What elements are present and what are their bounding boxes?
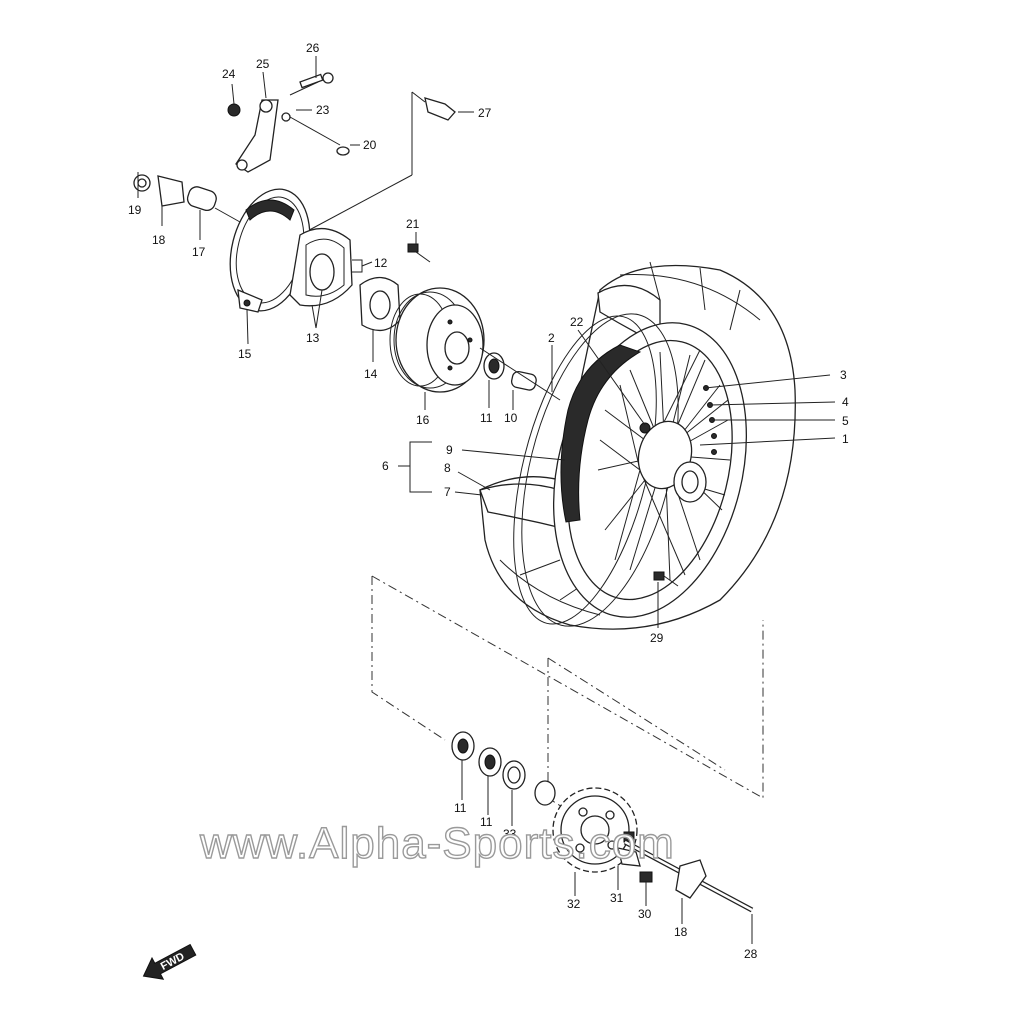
- distance-collar: [510, 370, 537, 391]
- arm-nut: [227, 103, 241, 117]
- callout-11-upper: 11: [480, 411, 493, 425]
- arm-bolt: [299, 73, 324, 89]
- callout-30: 30: [638, 907, 652, 921]
- lock-plate: [617, 847, 641, 867]
- callout-20: 20: [363, 138, 377, 152]
- sprocket-collar: [534, 780, 556, 806]
- rear-wheel-assembly: [479, 261, 796, 630]
- brake-shoes: [289, 228, 353, 307]
- o-ring: [336, 146, 350, 156]
- callout-10: 10: [504, 411, 518, 425]
- callout-12: 12: [374, 256, 388, 270]
- leader-lines: [137, 56, 836, 944]
- callout-17: 17: [192, 245, 206, 259]
- spoke-nipple: [639, 422, 651, 434]
- axle-spacer: [186, 186, 217, 212]
- callout-6: 6: [382, 459, 389, 473]
- sprocket-nut: [639, 871, 653, 883]
- lower-axle-group: [451, 731, 754, 913]
- forward-arrow-icon: FWD: [142, 943, 197, 980]
- callout-21: 21: [406, 217, 420, 231]
- brake-arm: [235, 99, 279, 173]
- tire-valve: [424, 97, 456, 121]
- hub-bolt: [653, 571, 665, 581]
- arm-washer: [281, 112, 291, 122]
- drum-bolt: [407, 243, 419, 253]
- callout-16: 16: [416, 413, 430, 427]
- callout-11-lower-a: 11: [454, 801, 467, 815]
- brake-arm-group: [133, 72, 456, 236]
- callout-27: 27: [478, 106, 492, 120]
- callout-29: 29: [650, 631, 664, 645]
- callout-26: 26: [306, 41, 320, 55]
- watermark-text: www.Alpha-Sports.com: [199, 819, 675, 868]
- callout-8: 8: [444, 461, 451, 475]
- callout-4: 4: [842, 395, 849, 409]
- callout-25: 25: [256, 57, 270, 71]
- callout-labels: 26 25 24 23 20 27 19 18 17 15 13 12 14 1…: [128, 41, 849, 961]
- callout-18-top: 18: [152, 233, 166, 247]
- inner-tube: [560, 344, 642, 523]
- chain-adjuster-plate-lower: [675, 859, 707, 899]
- callout-1: 1: [842, 432, 849, 446]
- chain-adjuster-plate: [157, 175, 185, 207]
- brake-drum: [389, 287, 485, 393]
- callout-23: 23: [316, 103, 330, 117]
- callout-14: 14: [364, 367, 378, 381]
- callout-19: 19: [128, 203, 142, 217]
- callout-31: 31: [610, 891, 624, 905]
- forward-arrow-label: FWD: [159, 950, 187, 972]
- callout-32: 32: [567, 897, 581, 911]
- callout-7: 7: [444, 485, 451, 499]
- callout-13: 13: [306, 331, 320, 345]
- callout-28: 28: [744, 947, 758, 961]
- callout-22: 22: [570, 315, 584, 329]
- callout-11-lower-b: 11: [480, 815, 493, 829]
- callout-2: 2: [548, 331, 555, 345]
- callout-33: 33: [503, 827, 517, 841]
- callout-5: 5: [842, 414, 849, 428]
- callout-9: 9: [446, 443, 453, 457]
- callout-18-bottom: 18: [674, 925, 688, 939]
- callout-15: 15: [238, 347, 252, 361]
- callout-3: 3: [840, 368, 847, 382]
- callout-24: 24: [222, 67, 236, 81]
